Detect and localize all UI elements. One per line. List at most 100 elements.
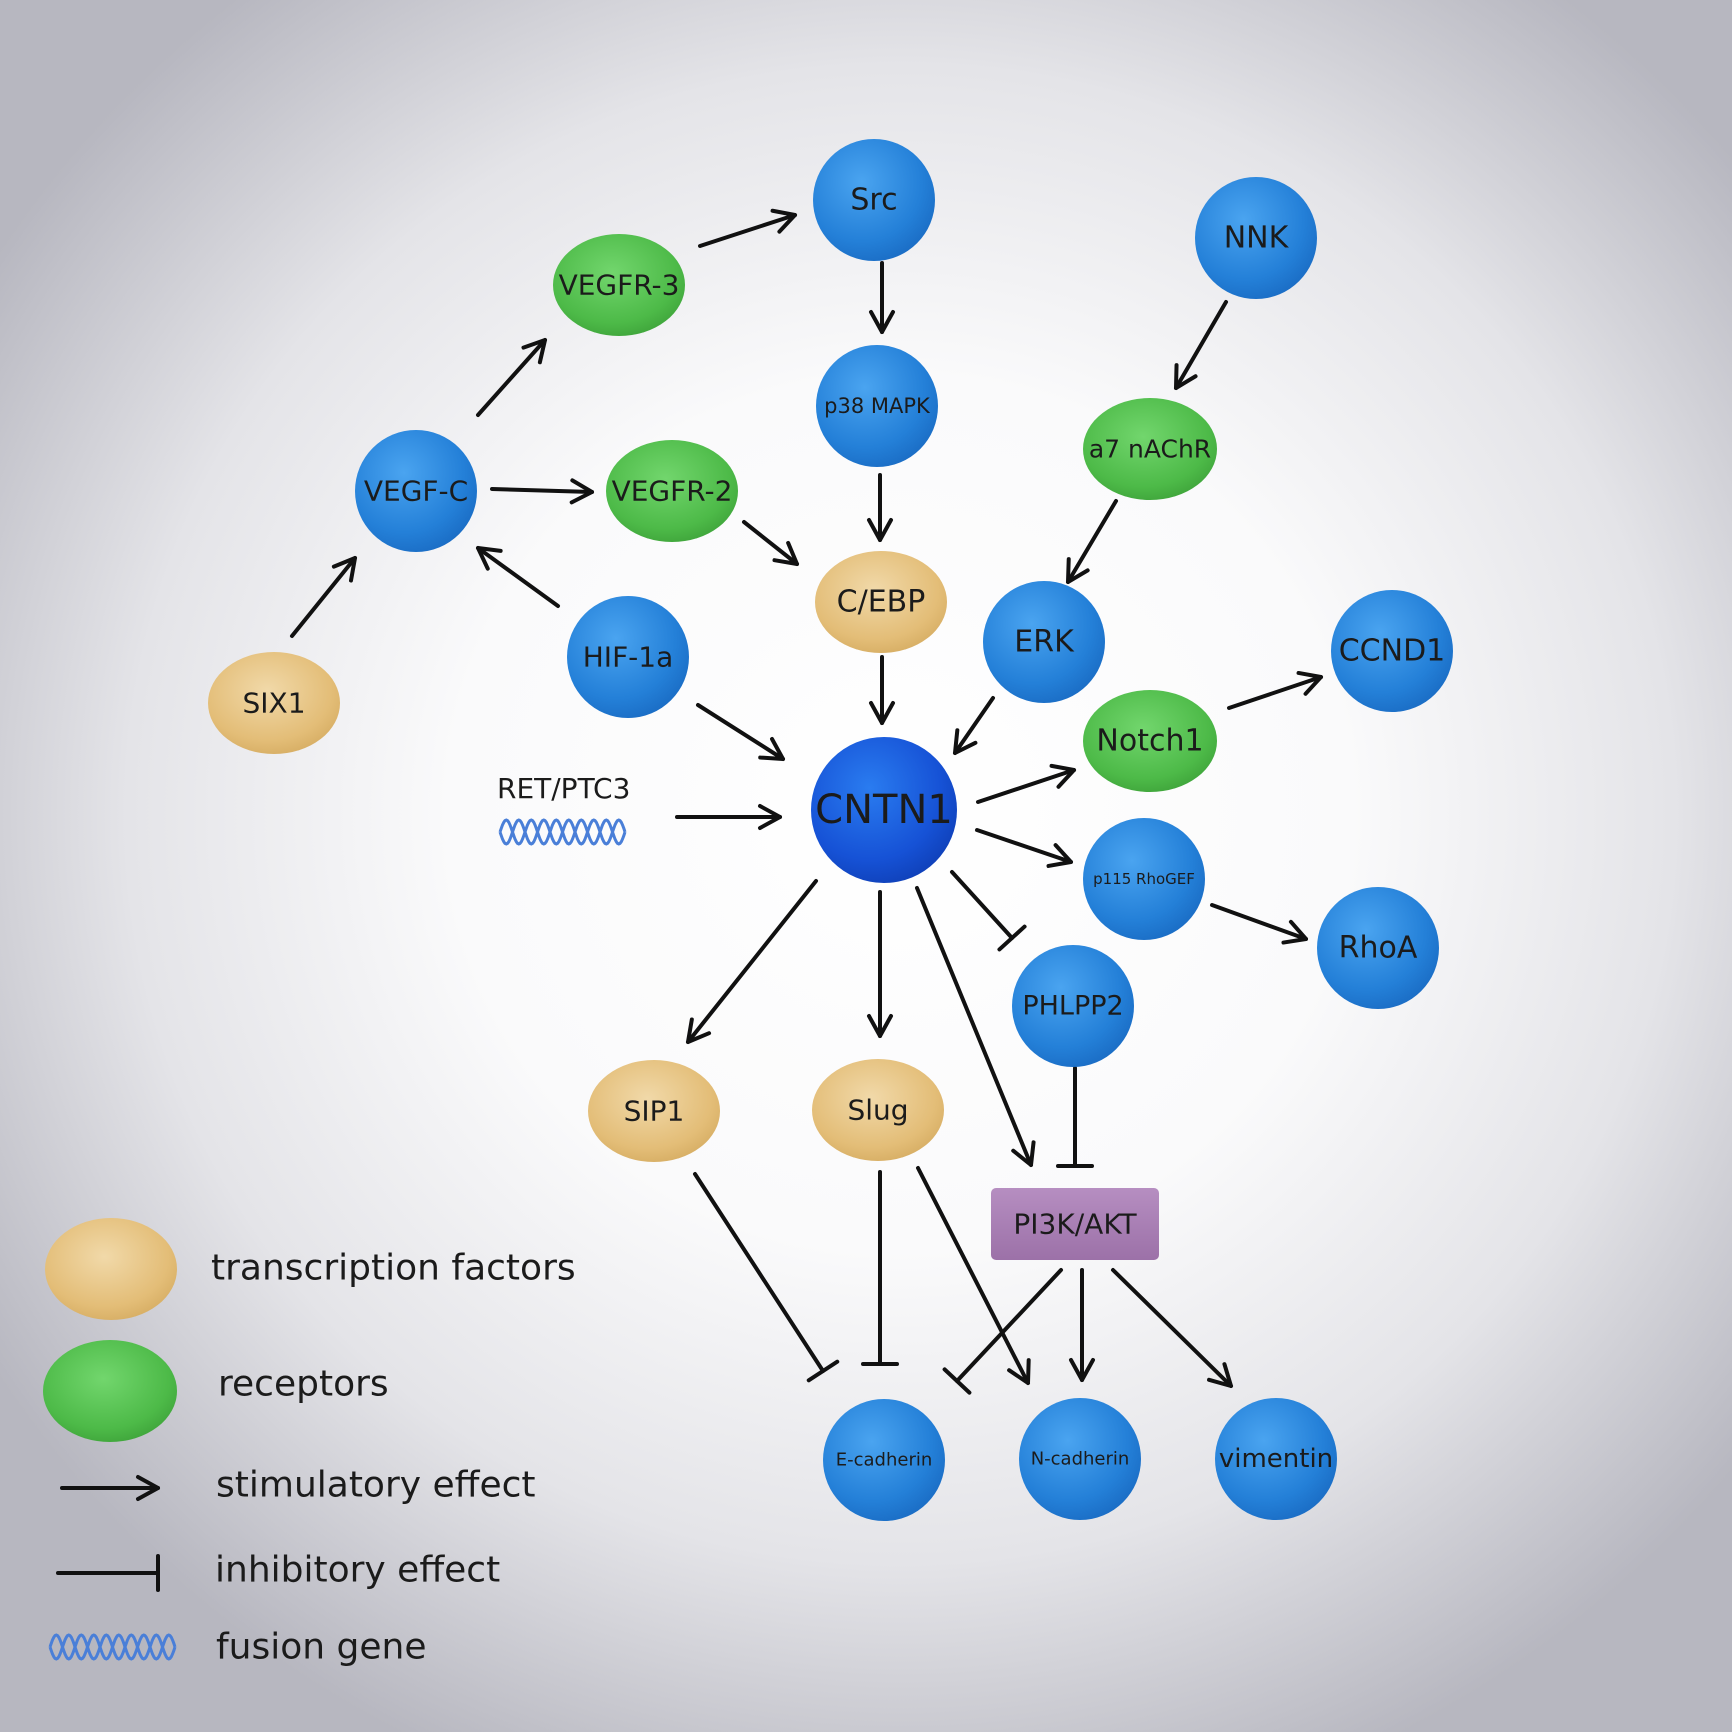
edge-cntn1-phlpp2	[950, 870, 1014, 940]
node-notch1-shape	[1083, 690, 1217, 792]
edge-pi3k-ncad-head	[1069, 1358, 1095, 1382]
edge-cntn1-p115-head	[1046, 843, 1073, 868]
edge-cntn1-pi3k-head	[1011, 1140, 1036, 1167]
legend-item-stimulatory: stimulatory effect	[60, 1465, 536, 1506]
legend-tf-label: transcription factors	[211, 1248, 576, 1289]
fusion-gene-label: RET/PTC3	[497, 772, 630, 805]
node-vegfr2[interactable]: VEGFR-2	[606, 440, 738, 542]
edge-src-p38-head	[869, 310, 895, 334]
edge-vegfr2-cebp	[742, 520, 799, 566]
node-ecad[interactable]: E-cadherin	[823, 1399, 945, 1521]
node-ncad[interactable]: N-cadherin	[1019, 1398, 1141, 1520]
edge-erk-cntn1	[953, 696, 995, 755]
edge-hif-vegfc-head	[476, 546, 503, 571]
legend: transcription factors receptors stimulat…	[43, 1218, 576, 1668]
node-hif[interactable]: HIF-1a	[567, 596, 689, 718]
edge-nnk-a7-head	[1174, 363, 1198, 390]
node-sip1-label: SIP1	[624, 1095, 685, 1128]
node-cebp-label: C/EBP	[837, 585, 926, 620]
node-six1-shape	[208, 652, 340, 754]
node-pi3k[interactable]: PI3K/AKT	[991, 1188, 1159, 1260]
node-vegfc[interactable]: VEGF-C	[355, 430, 477, 552]
edge-cntn1-slug-head	[867, 1014, 893, 1038]
edge-vegfr3-src-head	[770, 208, 797, 234]
node-a7[interactable]: a7 nAChR	[1083, 398, 1217, 500]
edge-erk-cntn1-head	[953, 728, 978, 755]
edge-p115-rhoa	[1210, 903, 1308, 941]
node-ccnd1-label: CCND1	[1339, 634, 1446, 669]
node-phlpp2[interactable]: PHLPP2	[1012, 945, 1134, 1067]
fusion-gene[interactable]: RET/PTC3	[497, 772, 630, 846]
node-sip1[interactable]: SIP1	[588, 1060, 720, 1162]
legend-receptor-swatch	[43, 1340, 177, 1442]
edge-notch1-ccnd1	[1227, 675, 1323, 710]
node-slug[interactable]: Slug	[812, 1059, 944, 1161]
node-cebp-shape	[815, 551, 947, 653]
node-src[interactable]: Src	[813, 139, 935, 261]
node-nnk-label: NNK	[1224, 221, 1290, 256]
legend-item-receptors: receptors	[43, 1340, 389, 1442]
node-sip1-shape	[588, 1060, 720, 1162]
node-hif-label: HIF-1a	[583, 641, 674, 674]
node-hif-shape	[567, 596, 689, 718]
helix-strand-2	[48, 1633, 177, 1661]
node-a7-label: a7 nAChR	[1089, 435, 1211, 464]
node-cntn1-label: CNTN1	[815, 787, 953, 833]
node-vegfr3[interactable]: VEGFR-3	[553, 234, 685, 336]
node-ccnd1[interactable]: CCND1	[1331, 590, 1453, 712]
edge-a7-erk-head	[1066, 557, 1090, 584]
legend-stimulatory-arrow-icon-head	[136, 1475, 160, 1501]
edge-slug-ncad-head	[1007, 1358, 1031, 1385]
edge-vegfr2-cebp-head	[772, 540, 799, 566]
node-rhoa[interactable]: RhoA	[1317, 887, 1439, 1009]
edge-cntn1-sip1	[686, 879, 818, 1044]
edge-vegfr3-src	[698, 213, 797, 248]
node-vim[interactable]: vimentin	[1215, 1398, 1337, 1520]
edge-p115-rhoa-head	[1281, 919, 1308, 945]
node-phlpp2-label: PHLPP2	[1022, 991, 1123, 1022]
node-vegfr3-label: VEGFR-3	[559, 269, 680, 302]
node-notch1-label: Notch1	[1096, 724, 1203, 759]
edge-notch1-ccnd1-head	[1296, 670, 1323, 696]
node-ncad-shape	[1019, 1398, 1141, 1520]
edge-hif-cntn1	[696, 703, 785, 761]
edge-cebp-cntn1-head	[869, 701, 895, 725]
node-p38-shape	[816, 345, 938, 467]
node-erk-label: ERK	[1014, 625, 1075, 660]
edge-six1-vegfc	[290, 556, 357, 638]
node-p38[interactable]: p38 MAPK	[816, 345, 938, 467]
edge-sip1-ecad-head	[806, 1359, 840, 1383]
edge-fusion-cntn1-head	[758, 804, 782, 830]
helix-strand-2	[498, 818, 627, 846]
node-pi3k-shape	[991, 1188, 1159, 1260]
node-src-shape	[813, 139, 935, 261]
node-cebp[interactable]: C/EBP	[815, 551, 947, 653]
node-six1-label: SIX1	[242, 687, 305, 720]
edge-pi3k-vim	[1111, 1268, 1233, 1388]
node-slug-label: Slug	[847, 1094, 908, 1127]
node-p115-label: p115 RhoGEF	[1093, 870, 1195, 888]
edge-pi3k-ecad-head	[942, 1367, 972, 1395]
edge-cntn1-notch1-head	[1049, 763, 1076, 789]
node-six1[interactable]: SIX1	[208, 652, 340, 754]
node-ncad-label: N-cadherin	[1031, 1449, 1130, 1470]
node-a7-shape	[1083, 398, 1217, 500]
node-vim-shape	[1215, 1398, 1337, 1520]
node-phlpp2-shape	[1012, 945, 1134, 1067]
node-notch1[interactable]: Notch1	[1083, 690, 1217, 792]
node-p115[interactable]: p115 RhoGEF	[1083, 818, 1205, 940]
node-vegfr2-shape	[606, 440, 738, 542]
node-nnk[interactable]: NNK	[1195, 177, 1317, 299]
edge-six1-vegfc-head	[331, 556, 357, 583]
edge-cntn1-sip1-head	[686, 1017, 712, 1044]
node-slug-shape	[812, 1059, 944, 1161]
edge-a7-erk	[1066, 499, 1118, 584]
node-vegfr2-label: VEGFR-2	[612, 475, 733, 508]
node-ecad-shape	[823, 1399, 945, 1521]
edge-slug-ncad	[916, 1166, 1030, 1385]
node-cntn1[interactable]: CNTN1	[811, 737, 957, 883]
edge-cntn1-pi3k	[915, 886, 1033, 1167]
node-erk[interactable]: ERK	[983, 581, 1105, 703]
